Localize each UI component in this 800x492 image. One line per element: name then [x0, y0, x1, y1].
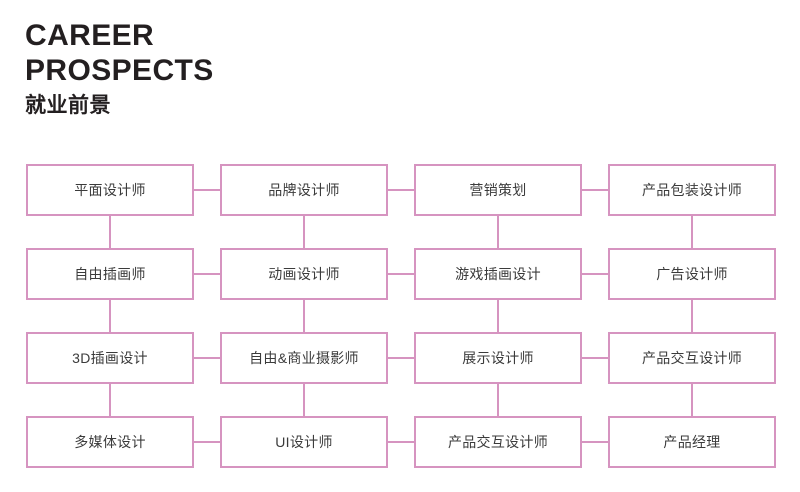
- node-label: 动画设计师: [268, 266, 340, 282]
- node-label: 品牌设计师: [268, 182, 340, 198]
- node-label: 多媒体设计: [74, 434, 146, 450]
- connector-vertical-c2-r1-r2: [303, 216, 305, 248]
- node-label: 产品包装设计师: [641, 182, 743, 198]
- connector-vertical-c1-r1-r2: [109, 216, 111, 248]
- connector-vertical-c3-r2-r3: [497, 300, 499, 332]
- node-r1-c3[interactable]: 营销策划: [414, 164, 582, 216]
- diagram-row-1: 平面设计师 品牌设计师 营销策划 产品包装设计师: [26, 164, 776, 216]
- node-label: 游戏插画设计: [455, 266, 541, 282]
- node-r2-c3[interactable]: 游戏插画设计: [414, 248, 582, 300]
- node-r4-c2[interactable]: UI设计师: [220, 416, 388, 468]
- node-r1-c4[interactable]: 产品包装设计师: [608, 164, 776, 216]
- connector-vertical-c3-r3-r4: [497, 384, 499, 416]
- node-r1-c1[interactable]: 平面设计师: [26, 164, 194, 216]
- page-header: CAREER PROSPECTS 就业前景: [25, 18, 445, 119]
- connector-vertical-c2-r3-r4: [303, 384, 305, 416]
- connector-horizontal-r4-c2-c3: [388, 441, 414, 443]
- node-r3-c3[interactable]: 展示设计师: [414, 332, 582, 384]
- diagram-row-4: 多媒体设计 UI设计师 产品交互设计师 产品经理: [26, 416, 776, 468]
- node-label: 自由插画师: [74, 266, 146, 282]
- node-label: 产品交互设计师: [447, 434, 549, 450]
- node-r3-c2[interactable]: 自由&商业摄影师: [220, 332, 388, 384]
- node-label: 自由&商业摄影师: [249, 350, 359, 366]
- node-label: 广告设计师: [656, 266, 728, 282]
- connector-vertical-c1-r3-r4: [109, 384, 111, 416]
- node-r2-c1[interactable]: 自由插画师: [26, 248, 194, 300]
- page-subtitle: 就业前景: [25, 93, 111, 117]
- connector-vertical-c4-r1-r2: [691, 216, 693, 248]
- connector-horizontal-r2-c2-c3: [388, 273, 414, 275]
- node-r2-c4[interactable]: 广告设计师: [608, 248, 776, 300]
- node-label: UI设计师: [275, 434, 333, 450]
- diagram-row-3: 3D插画设计 自由&商业摄影师 展示设计师 产品交互设计师: [26, 332, 776, 384]
- connector-horizontal-r1-c1-c2: [194, 189, 220, 191]
- connector-horizontal-r4-c3-c4: [582, 441, 608, 443]
- node-r3-c1[interactable]: 3D插画设计: [26, 332, 194, 384]
- page-title-line-1: CAREER: [25, 19, 155, 52]
- node-r4-c3[interactable]: 产品交互设计师: [414, 416, 582, 468]
- node-label: 产品经理: [663, 434, 721, 450]
- node-label: 产品交互设计师: [641, 350, 743, 366]
- career-prospects-diagram: 平面设计师 品牌设计师 营销策划 产品包装设计师 自由插画师 动画设计师 游戏插…: [26, 164, 776, 468]
- connector-horizontal-r1-c3-c4: [582, 189, 608, 191]
- diagram-row-2: 自由插画师 动画设计师 游戏插画设计 广告设计师: [26, 248, 776, 300]
- connector-vertical-c4-r2-r3: [691, 300, 693, 332]
- node-label: 营销策划: [469, 182, 527, 198]
- connector-horizontal-r2-c3-c4: [582, 273, 608, 275]
- connector-horizontal-r3-c3-c4: [582, 357, 608, 359]
- connector-vertical-c4-r3-r4: [691, 384, 693, 416]
- connector-horizontal-r2-c1-c2: [194, 273, 220, 275]
- connector-vertical-c1-r2-r3: [109, 300, 111, 332]
- node-r2-c2[interactable]: 动画设计师: [220, 248, 388, 300]
- node-r4-c4[interactable]: 产品经理: [608, 416, 776, 468]
- connector-horizontal-r1-c2-c3: [388, 189, 414, 191]
- connector-vertical-c2-r2-r3: [303, 300, 305, 332]
- node-r4-c1[interactable]: 多媒体设计: [26, 416, 194, 468]
- node-r3-c4[interactable]: 产品交互设计师: [608, 332, 776, 384]
- page-title-line-2: PROSPECTS: [25, 54, 214, 88]
- node-label: 平面设计师: [74, 182, 146, 198]
- connector-horizontal-r3-c1-c2: [194, 357, 220, 359]
- connector-horizontal-r4-c1-c2: [194, 441, 220, 443]
- connector-horizontal-r3-c2-c3: [388, 357, 414, 359]
- node-r1-c2[interactable]: 品牌设计师: [220, 164, 388, 216]
- node-label: 3D插画设计: [72, 350, 148, 366]
- connector-vertical-c3-r1-r2: [497, 216, 499, 248]
- node-label: 展示设计师: [462, 350, 534, 366]
